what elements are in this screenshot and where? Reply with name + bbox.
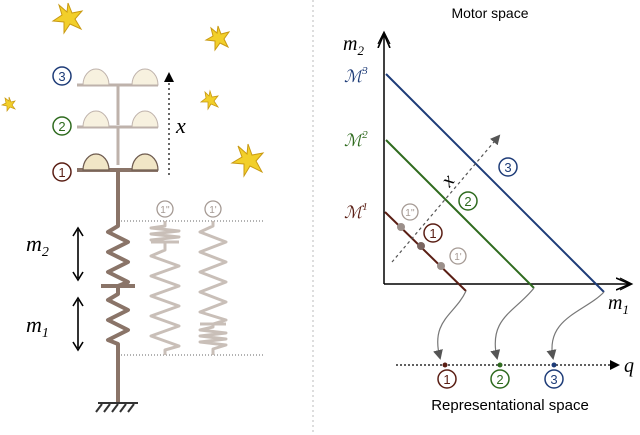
q-marker-3: 3 xyxy=(544,369,564,389)
star-icon xyxy=(204,25,231,52)
point-1-prime xyxy=(437,262,445,270)
q-point-3 xyxy=(551,362,557,368)
level-3-label: 3 xyxy=(52,66,72,86)
ground-icon xyxy=(95,402,138,413)
left-panel: 3 2 1 x xyxy=(0,2,265,413)
svg-text:1: 1 xyxy=(58,165,65,180)
manifold-3-line xyxy=(385,73,605,293)
svg-text:1'': 1'' xyxy=(160,205,169,216)
point-1-prime-label: 1' xyxy=(449,247,467,265)
svg-text:3: 3 xyxy=(550,372,557,387)
right-panel: Motor space m2 m1 ℳ3 ℳ2 ℳ1 x 1'' 1 1 xyxy=(343,5,634,414)
svg-text:3: 3 xyxy=(504,160,511,175)
m1-label: m1 xyxy=(26,312,49,341)
q-point-1 xyxy=(442,362,448,368)
motor-space-title: Motor space xyxy=(451,5,528,21)
star-icon xyxy=(51,2,84,35)
star-icon xyxy=(230,143,265,178)
alt-label-double-prime: 1'' xyxy=(156,200,174,218)
diagonal-axis-label: x xyxy=(436,170,459,192)
manifold-2-label: ℳ2 xyxy=(344,129,368,150)
y-axis-label: m2 xyxy=(343,33,364,58)
position-label: x xyxy=(175,113,186,138)
alt-label-prime: 1' xyxy=(204,200,222,218)
m1-double-arrow xyxy=(72,296,84,352)
svg-text:1: 1 xyxy=(429,226,436,241)
alt-spring-prime xyxy=(198,221,228,355)
level-1-marker xyxy=(77,153,159,218)
level-3-marker xyxy=(77,68,159,125)
svg-text:1': 1' xyxy=(454,252,462,263)
point-1-label: 1 xyxy=(423,223,443,243)
svg-text:1'': 1'' xyxy=(405,208,414,219)
projection-arrows xyxy=(433,287,605,360)
svg-text:1': 1' xyxy=(209,205,217,216)
svg-text:2: 2 xyxy=(496,372,503,387)
svg-text:1: 1 xyxy=(443,372,450,387)
alt-spring-double-prime xyxy=(149,221,181,355)
level-2-marker xyxy=(77,110,159,165)
point-3-label: 3 xyxy=(498,157,518,177)
q-axis-label: q xyxy=(624,355,634,377)
manifold-1-label: ℳ1 xyxy=(344,201,368,222)
point-1-double-prime xyxy=(397,223,405,231)
manifold-3-label: ℳ3 xyxy=(344,65,368,86)
point-1 xyxy=(417,242,425,250)
point-1-double-prime-label: 1'' xyxy=(401,203,419,221)
svg-text:3: 3 xyxy=(58,69,65,84)
svg-text:m1: m1 xyxy=(26,312,49,341)
star-icon xyxy=(0,96,17,113)
q-marker-1: 1 xyxy=(437,369,457,389)
q-point-2 xyxy=(497,362,503,368)
m2-double-arrow xyxy=(72,226,84,282)
level-1-label: 1 xyxy=(52,162,72,182)
representational-space-caption: Representational space xyxy=(431,397,589,414)
svg-text:m2: m2 xyxy=(26,231,49,260)
manifold-2-line xyxy=(385,139,535,289)
main-spring-column xyxy=(101,218,135,402)
level-2-label: 2 xyxy=(52,116,72,136)
svg-text:2: 2 xyxy=(464,194,471,209)
star-icon xyxy=(199,89,220,111)
q-marker-2: 2 xyxy=(490,369,510,389)
point-2-label: 2 xyxy=(458,191,478,211)
m2-label: m2 xyxy=(26,231,49,260)
svg-text:2: 2 xyxy=(58,119,65,134)
x-axis-label: m1 xyxy=(608,292,629,317)
